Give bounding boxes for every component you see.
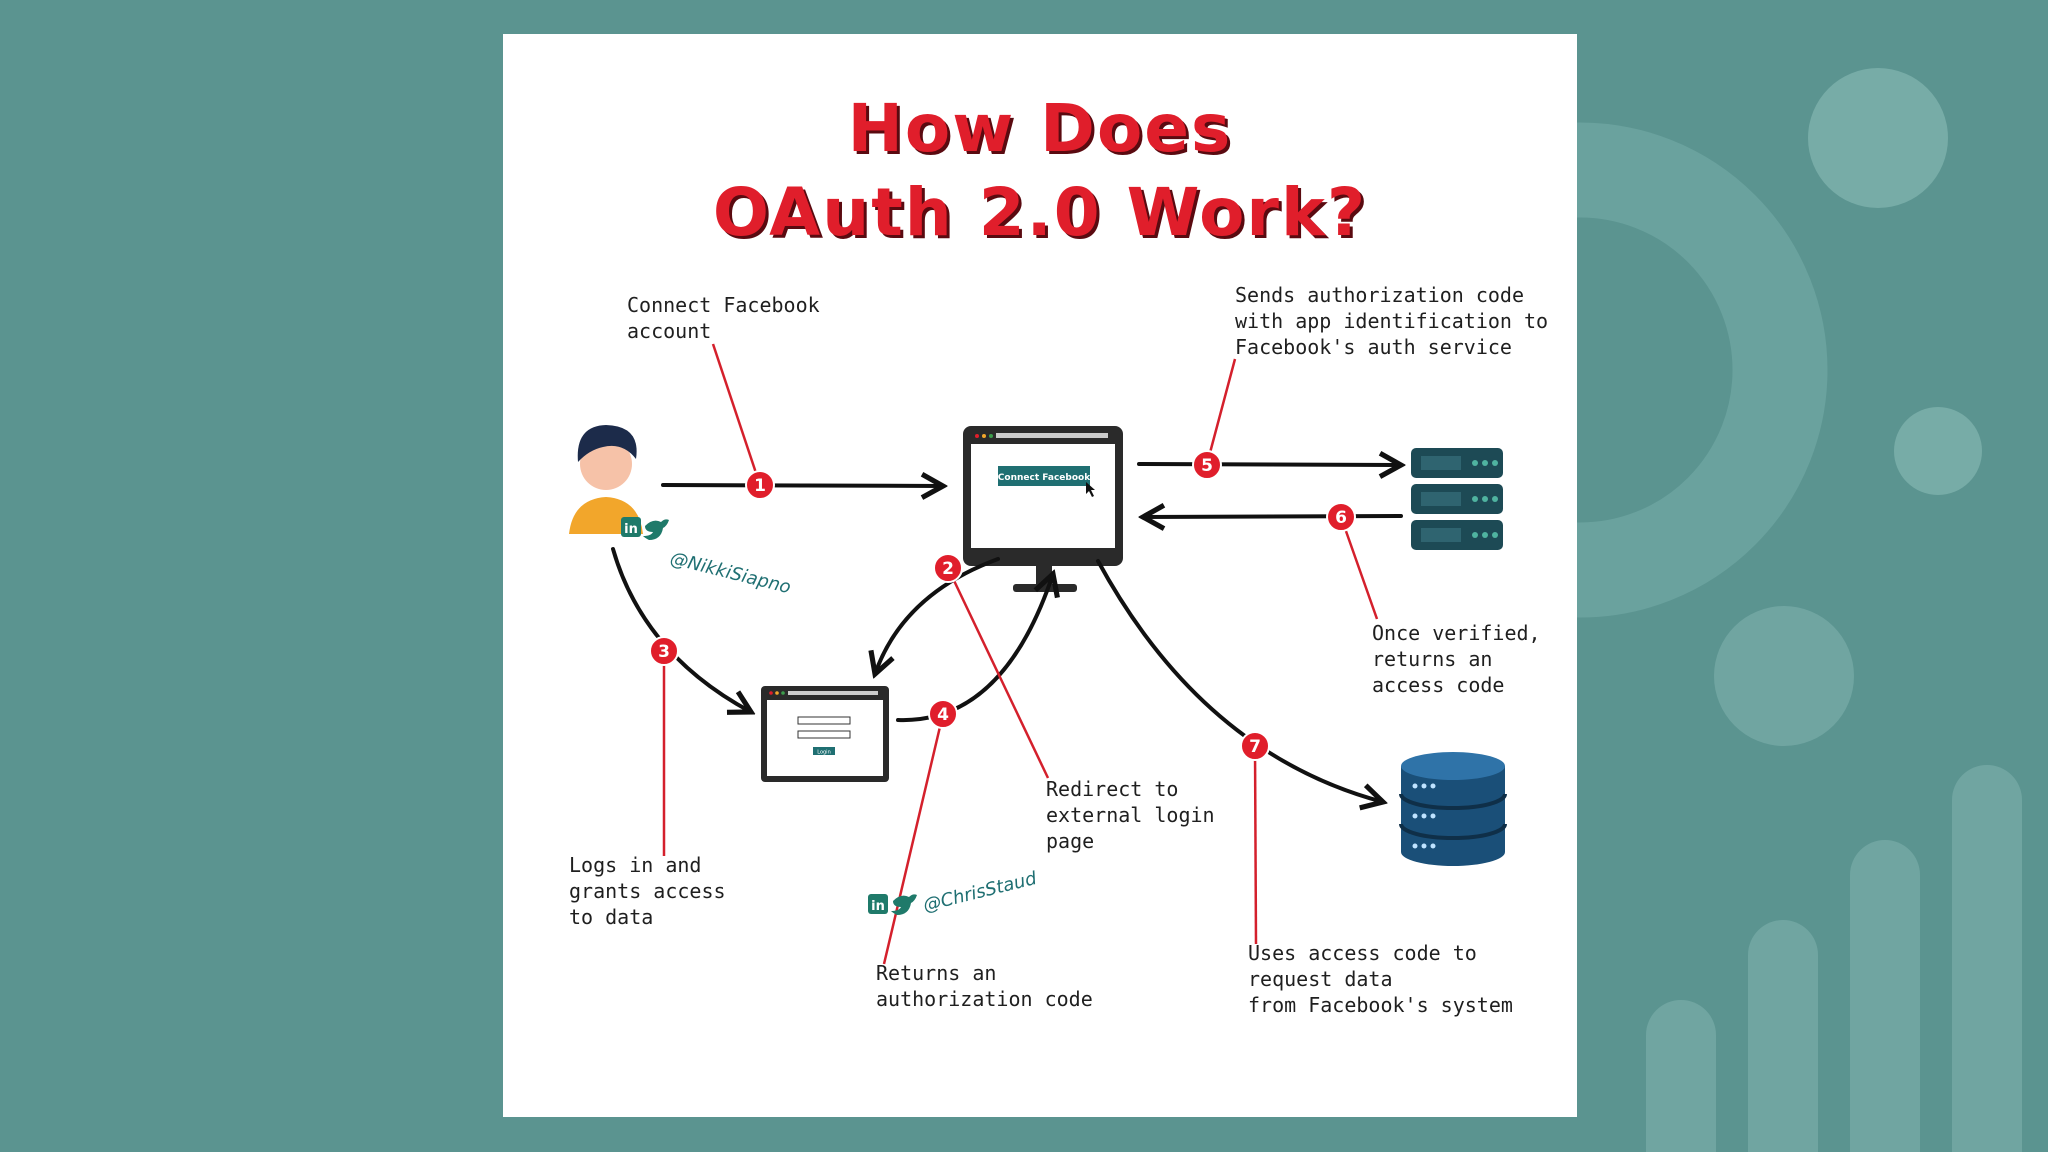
- computer-monitor-icon: Connect Facebook: [963, 426, 1123, 592]
- twitter-icon: [643, 519, 669, 540]
- step-badge-3: 3: [649, 636, 679, 666]
- login-button-text: Login: [817, 750, 831, 756]
- oauth-flow-diagram: Connect Facebook Login: [569, 343, 1507, 965]
- svg-text:in: in: [871, 899, 885, 914]
- svg-text:in: in: [624, 522, 638, 537]
- svg-text:2: 2: [942, 559, 954, 579]
- arrow-step-4: [896, 574, 1053, 723]
- svg-text:4: 4: [937, 705, 949, 725]
- arrow-step-5: [1137, 464, 1401, 465]
- svg-text:1: 1: [754, 476, 766, 496]
- linkedin-icon: in: [621, 517, 641, 537]
- svg-text:6: 6: [1335, 508, 1347, 528]
- title-line-2: OAuth 2.0 Work?: [712, 174, 1368, 251]
- step-badge-4: 4: [928, 699, 958, 729]
- step-5-label: Sends authorization code with app identi…: [1235, 283, 1549, 359]
- svg-text:7: 7: [1249, 737, 1261, 757]
- monitor-connect-button: [998, 466, 1090, 486]
- step-badge-2: 2: [933, 553, 963, 583]
- leader-line-7: [1253, 745, 1258, 945]
- svg-text:3: 3: [658, 642, 670, 662]
- arrow-step-7: [1096, 559, 1383, 802]
- step-badge-6: 6: [1326, 502, 1356, 532]
- leader-line-2: [946, 567, 1050, 779]
- database-icon: [1399, 752, 1507, 866]
- leader-line-5: [1205, 358, 1237, 465]
- step-4-label: Returns an authorization code: [876, 961, 1093, 1011]
- infographic-card: How Does OAuth 2.0 Work? Connect Faceboo…: [503, 34, 1577, 1117]
- step-3-label: Logs in and grants access to data: [569, 853, 726, 929]
- leader-lines: [662, 343, 1379, 965]
- arrow-step-1: [661, 485, 943, 486]
- leader-line-1: [711, 343, 762, 486]
- monitor-button-text: Connect Facebook: [998, 473, 1091, 483]
- step-6-label: Once verified, returns an access code: [1372, 621, 1541, 697]
- arrow-step-6: [1143, 516, 1403, 517]
- step-badge-7: 7: [1240, 731, 1270, 761]
- arrow-step-2: [875, 557, 1000, 674]
- auth-server-icon: [1411, 448, 1503, 550]
- twitter-icon: [891, 894, 917, 915]
- step-2-label: Redirect to external login page: [1046, 777, 1215, 853]
- leader-line-4: [882, 713, 945, 965]
- title-line-1: How Does: [847, 90, 1233, 167]
- login-window-icon: Login: [761, 686, 889, 782]
- leader-line-6: [1339, 516, 1379, 620]
- step-badge-5: 5: [1192, 450, 1222, 480]
- linkedin-icon: in: [868, 894, 888, 914]
- step-badge-1: 1: [745, 470, 775, 500]
- step-7-label: Uses access code to request data from Fa…: [1248, 941, 1513, 1017]
- step-1-label: Connect Facebook account: [627, 293, 820, 343]
- svg-text:5: 5: [1201, 456, 1213, 476]
